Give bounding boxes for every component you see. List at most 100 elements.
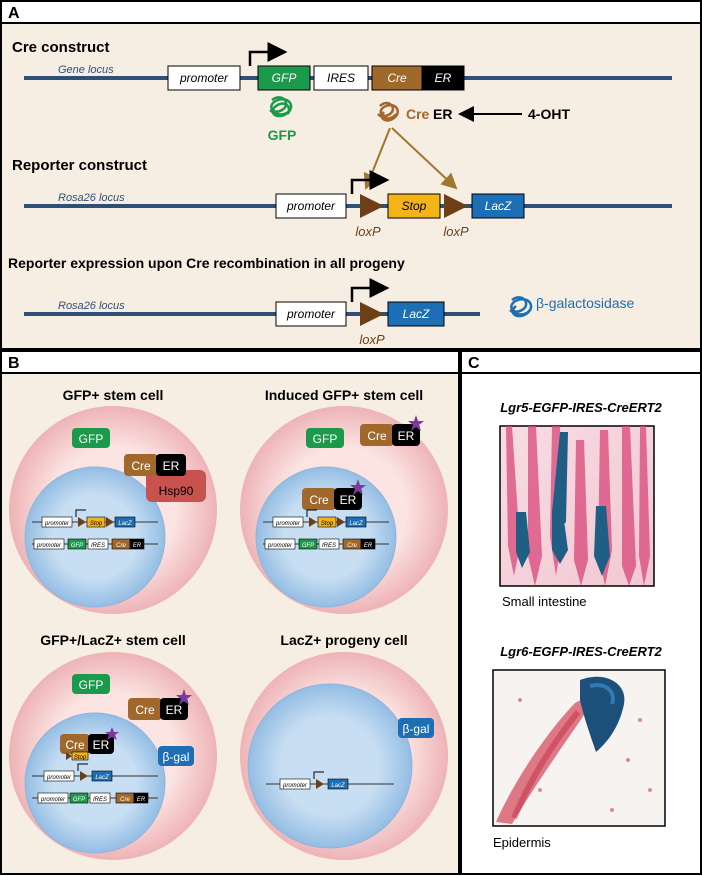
creer-cre-text: Cre bbox=[406, 106, 430, 122]
mini-ires-label: IRES bbox=[93, 797, 107, 803]
gfp-label: GFP bbox=[272, 71, 297, 85]
reporter-construct-title: Reporter construct bbox=[12, 157, 147, 174]
expr-lacz-box bbox=[387, 301, 445, 327]
expr-promoter-label: promoter bbox=[286, 307, 336, 321]
mini-promoter-label: promoter bbox=[282, 783, 308, 789]
cre-badge-label: Cre bbox=[309, 493, 329, 507]
cell-title: GFP+/LacZ+ stem cell bbox=[40, 632, 186, 648]
mini-stop-label: Stop bbox=[90, 521, 103, 527]
mini-gfp-label: GFP bbox=[71, 543, 83, 549]
expr-loxp-label: loxP bbox=[359, 332, 385, 347]
promoter-label: promoter bbox=[179, 71, 229, 85]
epidermis-caption: Epidermis bbox=[493, 835, 551, 850]
stop-label: Stop bbox=[402, 199, 427, 213]
lgr5-title: Lgr5-EGFP-IRES-CreERT2 bbox=[500, 400, 662, 415]
panel-b-letter: B bbox=[8, 355, 20, 372]
expr-start-arrow bbox=[350, 278, 390, 302]
er-badge-label: ER bbox=[93, 738, 110, 752]
epidermis-image bbox=[492, 669, 666, 827]
cre-label: Cre bbox=[387, 71, 407, 85]
cre-badge bbox=[128, 698, 162, 720]
cre-to-loxp2-arrow bbox=[391, 127, 458, 190]
gfp-badge bbox=[72, 428, 110, 448]
cre-construct-title: Cre construct bbox=[12, 39, 110, 56]
creer-er-text: ER bbox=[433, 106, 452, 122]
ires-label: IRES bbox=[327, 71, 355, 85]
mini-gfp-label: GFP bbox=[73, 797, 85, 803]
mini-lacz-label: LacZ bbox=[118, 521, 132, 527]
cell-gfp-stem: GFP+ stem cell GFP Hsp90 Cre ER promoter… bbox=[9, 387, 217, 614]
gfp-protein-icon bbox=[269, 96, 293, 118]
cell-induced-gfp-stem: Induced GFP+ stem cell GFP Cre ER Cre ER… bbox=[240, 387, 448, 614]
cell-lacz-progeny: LacZ+ progeny cell β-gal promoter LacZ bbox=[240, 632, 448, 860]
mini-er-label: ER bbox=[133, 543, 142, 549]
er-badge-label: ER bbox=[340, 493, 357, 507]
mini-stop-label: Stop bbox=[321, 521, 334, 527]
transcription-start-arrow bbox=[248, 42, 288, 66]
bgal-badge-label: β-gal bbox=[403, 722, 430, 736]
hsp90-label: Hsp90 bbox=[159, 484, 194, 498]
mini-stop-label: Stop bbox=[74, 755, 87, 761]
blue-lineage-stain bbox=[516, 432, 610, 576]
stop-box bbox=[387, 193, 441, 219]
loxp2-label: loxP bbox=[443, 224, 469, 239]
rosa-locus-label-2: Rosa26 locus bbox=[58, 300, 125, 312]
er-label: ER bbox=[435, 71, 452, 85]
gfp-badge bbox=[306, 428, 344, 448]
cre-badge-label: Cre bbox=[135, 703, 155, 717]
mini-gfp-label: GFP bbox=[302, 543, 314, 549]
gfp-badge-label: GFP bbox=[79, 432, 104, 446]
mini-promoter-label: promoter bbox=[44, 521, 70, 527]
panel-a-letter: A bbox=[8, 5, 20, 22]
mini-promoter-label: promoter bbox=[267, 543, 293, 549]
gfp-badge-label: GFP bbox=[313, 432, 338, 446]
mini-lacz-label: LacZ bbox=[349, 521, 363, 527]
gfp-box bbox=[257, 65, 311, 91]
ohT-star-icon bbox=[105, 727, 119, 740]
nucleus bbox=[247, 683, 413, 849]
gfp-badge-label: GFP bbox=[79, 678, 104, 692]
ohT-star-icon bbox=[176, 689, 192, 705]
mini-er-label: ER bbox=[364, 543, 373, 549]
bgal-protein-icon bbox=[509, 296, 533, 318]
creer-protein-icon bbox=[377, 101, 399, 122]
lacz-label: LacZ bbox=[485, 199, 512, 213]
reporter-promoter-label: promoter bbox=[286, 199, 336, 213]
loxp1-triangle bbox=[360, 194, 384, 218]
er-badge bbox=[156, 454, 186, 476]
bgal-badge-label: β-gal bbox=[163, 750, 190, 764]
expression-title: Reporter expression upon Cre recombinati… bbox=[8, 255, 405, 271]
loxp1-label: loxP bbox=[355, 224, 381, 239]
ohT-star-icon bbox=[408, 415, 424, 431]
hsp90-badge bbox=[146, 470, 206, 502]
gfp-badge bbox=[72, 674, 110, 694]
ohT-star-icon bbox=[350, 479, 366, 495]
er-badge bbox=[392, 424, 420, 446]
mini-er-label: ER bbox=[137, 797, 146, 803]
small-intestine-caption: Small intestine bbox=[502, 594, 587, 609]
cell-title: GFP+ stem cell bbox=[63, 387, 164, 403]
panel-c-letter: C bbox=[468, 355, 480, 372]
cell-gfp-lacz-stem: GFP+/LacZ+ stem cell GFP Cre ER Cre ER S… bbox=[9, 632, 217, 860]
lgr6-title: Lgr6-EGFP-IRES-CreERT2 bbox=[500, 644, 662, 659]
expr-promoter-box bbox=[275, 301, 347, 327]
cre-badge bbox=[124, 454, 158, 476]
er-box bbox=[421, 65, 465, 91]
cre-badge-nuclear bbox=[60, 734, 90, 754]
er-badge-label: ER bbox=[163, 459, 180, 473]
cre-badge-label: Cre bbox=[65, 738, 85, 752]
promoter-box bbox=[167, 65, 241, 91]
ires-box bbox=[313, 65, 369, 91]
cre-badge-label: Cre bbox=[367, 429, 387, 443]
cre-badge-label: Cre bbox=[131, 459, 151, 473]
bgal-label: β-galactosidase bbox=[536, 295, 635, 311]
gfp-protein-label: GFP bbox=[268, 127, 297, 143]
mini-ires-label: IRES bbox=[91, 543, 105, 549]
mini-ires-label: IRES bbox=[322, 543, 336, 549]
mini-cre-label: Cre bbox=[116, 543, 126, 549]
panel-c: C Lgr5-EGFP-IRES-CreERT2 Small intestine… bbox=[460, 350, 702, 875]
er-badge bbox=[160, 698, 188, 720]
gene-locus-label: Gene locus bbox=[58, 64, 114, 76]
rosa-locus-label-1: Rosa26 locus bbox=[58, 192, 125, 204]
er-badge-nuclear bbox=[334, 488, 362, 510]
